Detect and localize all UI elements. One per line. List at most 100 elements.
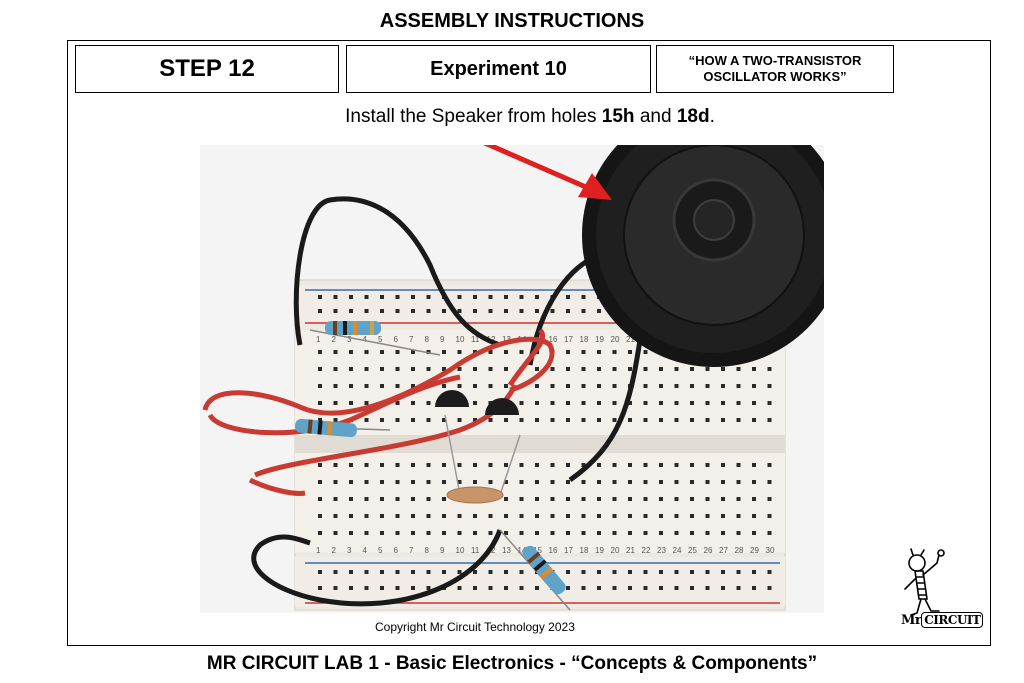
breadboard-hole xyxy=(674,401,679,405)
breadboard-hole xyxy=(488,350,493,354)
breadboard-hole xyxy=(333,463,338,467)
page-title: ASSEMBLY INSTRUCTIONS xyxy=(379,10,645,32)
row-number: 3 xyxy=(347,546,352,555)
breadboard-hole xyxy=(364,570,369,574)
breadboard-hole xyxy=(426,309,431,313)
breadboard-hole xyxy=(535,463,539,467)
breadboard-hole xyxy=(581,418,586,422)
breadboard-hole xyxy=(566,295,570,299)
breadboard-hole xyxy=(333,480,338,484)
breadboard-hole xyxy=(581,295,586,299)
breadboard-hole xyxy=(612,586,617,590)
breadboard-hole xyxy=(442,531,446,535)
breadboard-hole xyxy=(597,514,601,518)
breadboard-hole xyxy=(612,531,617,535)
breadboard-hole xyxy=(349,531,353,535)
breadboard-hole xyxy=(349,497,353,501)
breadboard-hole xyxy=(659,463,663,467)
breadboard-hole xyxy=(318,514,322,518)
row-number: 5 xyxy=(378,335,383,344)
breadboard-hole xyxy=(488,570,493,574)
breadboard-hole xyxy=(349,350,353,354)
breadboard-hole xyxy=(457,514,462,518)
breadboard-hole xyxy=(442,463,446,467)
breadboard-hole xyxy=(535,384,539,388)
breadboard-hole xyxy=(457,295,462,299)
breadboard-hole xyxy=(535,497,539,501)
row-number: 3 xyxy=(347,335,352,344)
row-number: 19 xyxy=(595,546,604,555)
breadboard-hole xyxy=(318,497,322,501)
breadboard-hole xyxy=(767,384,772,388)
breadboard-hole xyxy=(395,463,400,467)
breadboard-hole xyxy=(659,480,663,484)
breadboard-hole xyxy=(659,401,663,405)
row-number: 10 xyxy=(456,335,465,344)
breadboard-hole xyxy=(674,480,679,484)
instruction-prefix: Install the Speaker from holes xyxy=(345,106,602,127)
row-number: 7 xyxy=(409,335,414,344)
breadboard-hole xyxy=(550,367,555,371)
breadboard-hole xyxy=(690,401,694,405)
breadboard-hole xyxy=(426,497,431,501)
breadboard-hole xyxy=(690,480,694,484)
breadboard-hole xyxy=(473,514,477,518)
footer-title: MR CIRCUIT LAB 1 - Basic Electronics - “… xyxy=(206,653,818,674)
breadboard-hole xyxy=(349,586,353,590)
breadboard-hole xyxy=(721,384,725,388)
row-number: 7 xyxy=(409,546,414,555)
breadboard-hole xyxy=(535,401,539,405)
row-number: 13 xyxy=(502,335,511,344)
breadboard-hole xyxy=(333,570,338,574)
breadboard-hole xyxy=(488,531,493,535)
breadboard-hole xyxy=(318,531,322,535)
breadboard-hole xyxy=(395,514,400,518)
breadboard-hole xyxy=(473,463,477,467)
breadboard-hole xyxy=(643,586,648,590)
breadboard-hole xyxy=(628,367,632,371)
breadboard-hole xyxy=(349,367,353,371)
breadboard-hole xyxy=(395,418,400,422)
breadboard-hole xyxy=(457,463,462,467)
breadboard-hole xyxy=(659,384,663,388)
breadboard-hole xyxy=(364,463,369,467)
breadboard-hole xyxy=(504,367,508,371)
breadboard-hole xyxy=(380,480,384,484)
breadboard-hole xyxy=(628,570,632,574)
row-number: 11 xyxy=(471,335,480,344)
breadboard-hole xyxy=(349,570,353,574)
breadboard-hole xyxy=(349,463,353,467)
breadboard-hole xyxy=(535,480,539,484)
breadboard-hole xyxy=(690,367,694,371)
breadboard-hole xyxy=(674,531,679,535)
instruction-middle: and xyxy=(634,106,677,127)
row-number: 22 xyxy=(642,546,651,555)
row-number: 30 xyxy=(766,546,775,555)
breadboard-hole xyxy=(752,586,756,590)
breadboard-hole xyxy=(535,295,539,299)
breadboard-hole xyxy=(736,514,741,518)
breadboard-hole xyxy=(721,463,725,467)
experiment-label: Experiment 10 xyxy=(346,45,651,93)
breadboard-hole xyxy=(364,531,369,535)
breadboard-hole xyxy=(597,401,601,405)
row-number: 9 xyxy=(440,335,445,344)
breadboard-hole xyxy=(752,384,756,388)
breadboard-hole xyxy=(767,418,772,422)
breadboard-hole xyxy=(752,463,756,467)
breadboard-hole xyxy=(550,463,555,467)
breadboard-hole xyxy=(364,401,369,405)
breadboard-hole xyxy=(535,531,539,535)
breadboard-hole xyxy=(581,309,586,313)
breadboard-hole xyxy=(659,497,663,501)
row-number: 18 xyxy=(580,546,589,555)
breadboard-hole xyxy=(752,570,756,574)
row-number: 26 xyxy=(704,546,713,555)
breadboard-hole xyxy=(333,418,338,422)
breadboard-hole xyxy=(628,586,632,590)
breadboard-hole xyxy=(349,401,353,405)
row-number: 20 xyxy=(611,546,620,555)
breadboard-hole xyxy=(364,480,369,484)
breadboard-hole xyxy=(690,514,694,518)
breadboard-hole xyxy=(597,367,601,371)
